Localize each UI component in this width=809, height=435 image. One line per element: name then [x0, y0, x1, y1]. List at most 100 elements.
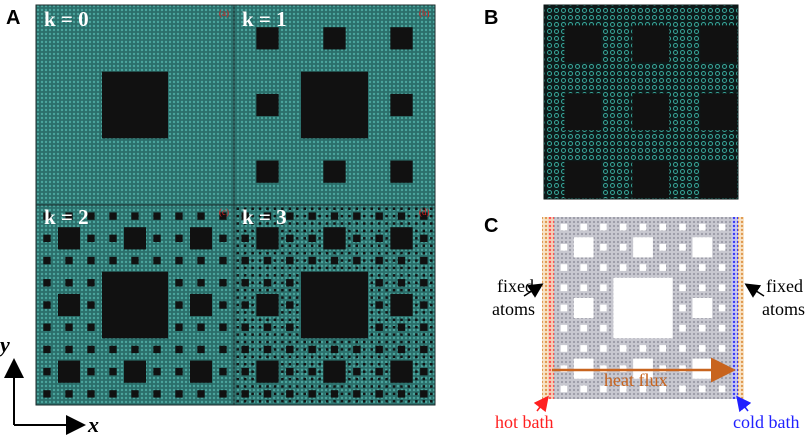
carpet-hole [296, 207, 299, 210]
panel-c-hole [692, 237, 713, 258]
carpet-hole [175, 256, 183, 265]
panel-letter-c: C [484, 215, 498, 237]
carpet-hole [363, 355, 366, 359]
carpet-hole [251, 251, 254, 255]
carpet-hole [288, 340, 292, 344]
carpet-hole [430, 318, 433, 322]
carpet-hole [219, 279, 227, 287]
carpet-hole [43, 345, 51, 354]
carpet-hole [251, 229, 254, 233]
carpet-hole [318, 355, 321, 359]
carpet-hole [241, 256, 249, 265]
carpet-hole [415, 325, 418, 329]
carpet-hole [303, 266, 306, 270]
carpet-hole [251, 318, 254, 322]
carpet-hole [370, 288, 373, 292]
carpet-hole [370, 274, 373, 277]
carpet-hole [286, 234, 294, 243]
carpet-hole [318, 400, 321, 403]
carpet-hole [355, 363, 359, 366]
carpet-hole [333, 400, 336, 403]
carpet-hole [303, 355, 306, 359]
carpet-hole [251, 296, 254, 299]
carpet-hole [281, 259, 284, 262]
carpet-hole [273, 340, 277, 344]
carpet-hole [325, 214, 329, 218]
carpet-hole [392, 207, 396, 210]
carpet-hole [392, 281, 396, 285]
carpet-hole [348, 348, 351, 351]
carpet-hole [303, 237, 306, 240]
panel-c-hole [580, 345, 587, 352]
carpet-k0-sublabel: (a) [219, 8, 229, 18]
carpet-hole [258, 259, 262, 262]
carpet-hole [323, 360, 346, 383]
carpet-hole [318, 340, 321, 344]
carpet-hole [288, 244, 292, 247]
carpet-hole [153, 345, 161, 354]
carpet-hole [109, 345, 117, 354]
carpet-hole [296, 259, 299, 262]
carpet-hole [236, 274, 239, 277]
carpet-hole [273, 251, 277, 255]
carpet-hole [400, 288, 403, 292]
carpet-hole [340, 222, 344, 225]
carpet-hole [273, 281, 277, 285]
carpet-hole [375, 256, 383, 265]
carpet-hole [301, 71, 368, 139]
carpet-hole [310, 229, 314, 233]
carpet-hole [251, 377, 254, 381]
carpet-hole [273, 274, 277, 277]
carpet-hole [415, 229, 418, 233]
carpet-hole [273, 214, 277, 218]
panel-b-hole [700, 93, 738, 131]
panel-c-hole [639, 223, 647, 231]
carpet-hole [385, 281, 388, 285]
panel-c-hole [633, 358, 653, 379]
carpet-hole [397, 256, 406, 265]
carpet-hole [363, 363, 366, 366]
carpet-hole [415, 222, 418, 225]
carpet-hole [420, 212, 428, 220]
carpet-hole [258, 392, 262, 396]
panel-c-hole [600, 284, 607, 292]
carpet-hole [430, 311, 433, 314]
carpet-hole [415, 296, 418, 299]
carpet-hole [348, 355, 351, 359]
panel-c-hole [699, 223, 706, 231]
carpet-hole [266, 251, 269, 255]
carpet-hole [348, 392, 351, 396]
carpet-hole [370, 377, 373, 381]
carpet-hole [407, 281, 411, 285]
carpet-hole [288, 333, 292, 336]
panel-b-hole [564, 161, 602, 199]
carpet-hole [243, 311, 247, 314]
carpet-hole [407, 207, 411, 210]
carpet-hole [296, 229, 299, 233]
carpet-hole [333, 207, 336, 210]
carpet-hole [370, 325, 373, 329]
carpet-hole [422, 266, 426, 270]
carpet-hole [266, 318, 269, 322]
carpet-hole [363, 348, 366, 351]
carpet-hole [385, 259, 388, 262]
carpet-hole [355, 385, 359, 388]
carpet-hole [243, 318, 247, 322]
carpet-hole [392, 222, 396, 225]
carpet-hole [281, 229, 284, 233]
carpet-hole [375, 234, 383, 243]
carpet-hole [87, 323, 95, 331]
carpet-hole [422, 251, 426, 255]
carpet-hole [370, 207, 373, 210]
carpet-hole [251, 303, 254, 307]
carpet-hole [407, 348, 411, 351]
carpet-hole [308, 345, 316, 354]
carpet-hole [190, 293, 212, 317]
carpet-hole [102, 71, 168, 139]
carpet-hole [251, 333, 254, 336]
carpet-hole [87, 279, 95, 287]
carpet-hole [175, 345, 183, 354]
carpet-hole [303, 377, 306, 381]
carpet-hole [219, 323, 227, 331]
carpet-hole [363, 229, 366, 233]
